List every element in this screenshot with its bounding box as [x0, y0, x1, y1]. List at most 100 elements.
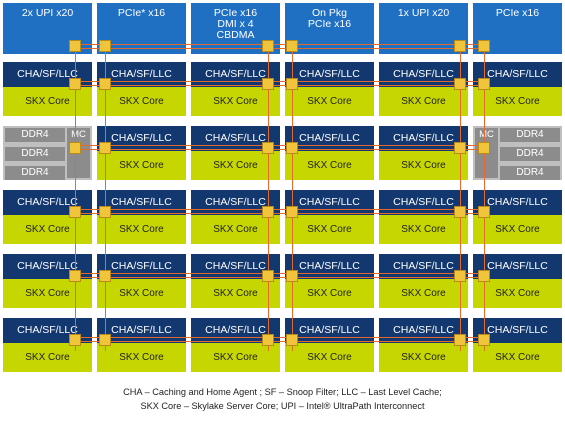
mesh-stop	[478, 334, 490, 346]
mesh-stop	[262, 270, 274, 282]
mesh-vertical-link	[460, 44, 461, 351]
mesh-horizontal-link	[75, 277, 485, 278]
mesh-stop	[262, 334, 274, 346]
io-label: DMI x 4	[217, 18, 254, 30]
mesh-stop	[286, 142, 298, 154]
io-label: PCIe* x16	[117, 7, 166, 19]
mesh-stop	[69, 78, 81, 90]
mesh-stop	[262, 40, 274, 52]
mesh-stop	[99, 334, 111, 346]
mesh-stop	[478, 40, 490, 52]
mesh-stop	[69, 142, 81, 154]
mesh-vertical-link	[75, 44, 76, 351]
cha-sf-llc-label: CHA/SF/LLC	[285, 254, 374, 279]
skx-core-label: SKX Core	[285, 215, 374, 244]
mesh-stop	[69, 206, 81, 218]
mesh-horizontal-link	[75, 209, 485, 210]
ddr4-channel: DDR4	[5, 147, 65, 161]
mesh-vertical-link	[292, 44, 293, 351]
mesh-stop	[478, 142, 490, 154]
skx-core-label: SKX Core	[97, 215, 186, 244]
skx-core-label: SKX Core	[97, 87, 186, 116]
skx-core-label: SKX Core	[379, 87, 468, 116]
cha-sf-llc-label: CHA/SF/LLC	[285, 126, 374, 151]
mesh-horizontal-link	[75, 273, 485, 274]
io-label: 2x UPI x20	[21, 7, 74, 19]
mesh-stop	[99, 40, 111, 52]
skx-core-label: SKX Core	[3, 343, 92, 372]
mesh-stop	[478, 206, 490, 218]
ddr4-channel: DDR4	[500, 166, 560, 180]
ddr4-channel: DDR4	[500, 128, 560, 142]
mesh-stop	[69, 270, 81, 282]
cha-sf-llc-label: CHA/SF/LLC	[285, 318, 374, 343]
io-block: 2x UPI x20	[3, 3, 92, 54]
mesh-stop	[454, 334, 466, 346]
io-label: On Pkg	[311, 7, 348, 19]
mesh-vertical-link	[105, 44, 106, 351]
io-block: PCIe* x16	[97, 3, 186, 54]
mesh-horizontal-link	[75, 341, 485, 342]
skx-core-label: SKX Core	[379, 343, 468, 372]
ddr4-channel: DDR4	[5, 166, 65, 180]
skx-core-label: SKX Core	[191, 215, 280, 244]
mesh-stop	[262, 206, 274, 218]
mesh-stop	[262, 78, 274, 90]
mesh-stop	[286, 40, 298, 52]
io-label: PCIe x16	[495, 7, 540, 19]
io-label: 1x UPI x20	[397, 7, 450, 19]
cha-sf-llc-label: CHA/SF/LLC	[191, 190, 280, 215]
mesh-stop	[99, 270, 111, 282]
skx-core-label: SKX Core	[3, 279, 92, 308]
mesh-stop	[454, 78, 466, 90]
mesh-horizontal-link	[75, 48, 485, 49]
cha-sf-llc-label: CHA/SF/LLC	[97, 254, 186, 279]
skx-core-label: SKX Core	[97, 151, 186, 180]
legend-line-2: SKX Core – Skylake Server Core; UPI – In…	[140, 401, 425, 411]
cha-sf-llc-label: CHA/SF/LLC	[379, 126, 468, 151]
cha-sf-llc-label: CHA/SF/LLC	[379, 254, 468, 279]
skx-core-label: SKX Core	[3, 215, 92, 244]
skx-core-label: SKX Core	[191, 279, 280, 308]
legend: CHA – Caching and Home Agent ; SF – Snoo…	[0, 385, 565, 413]
mesh-horizontal-link	[75, 81, 485, 82]
cha-sf-llc-label: CHA/SF/LLC	[97, 126, 186, 151]
skx-core-label: SKX Core	[191, 87, 280, 116]
legend-line-1: CHA – Caching and Home Agent ; SF – Snoo…	[123, 387, 442, 397]
mesh-stop	[286, 334, 298, 346]
mesh-stop	[454, 142, 466, 154]
skx-core-label: SKX Core	[473, 87, 562, 116]
io-label: PCIe x16	[307, 18, 352, 30]
mesh-horizontal-link	[75, 213, 485, 214]
mesh-stop	[286, 270, 298, 282]
skx-core-label: SKX Core	[97, 343, 186, 372]
skx-core-label: SKX Core	[379, 279, 468, 308]
skx-core-label: SKX Core	[473, 215, 562, 244]
mesh-stop	[262, 142, 274, 154]
ddr4-channel: DDR4	[500, 147, 560, 161]
mesh-stop	[454, 40, 466, 52]
skx-core-label: SKX Core	[285, 151, 374, 180]
mesh-stop	[286, 206, 298, 218]
skx-core-label: SKX Core	[379, 215, 468, 244]
mesh-stop	[454, 206, 466, 218]
cha-sf-llc-label: CHA/SF/LLC	[379, 190, 468, 215]
cha-sf-llc-label: CHA/SF/LLC	[97, 190, 186, 215]
mesh-horizontal-link	[75, 337, 485, 338]
io-label: PCIe x16	[213, 7, 258, 19]
